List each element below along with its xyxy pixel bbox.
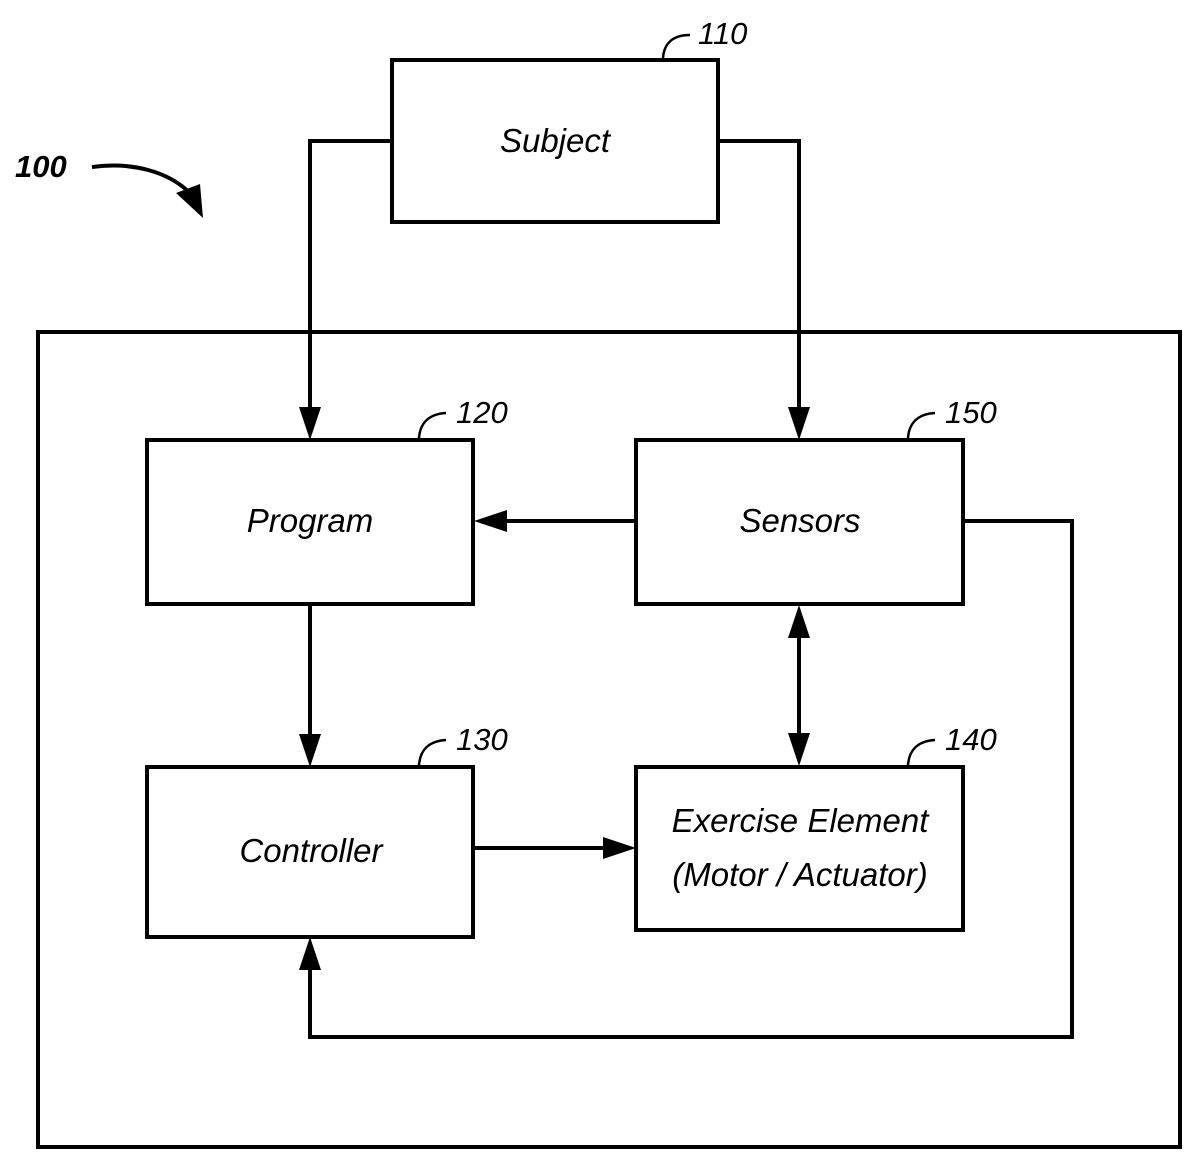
- arrowhead-right-icon: [603, 837, 636, 859]
- figure-ref-100: 100: [15, 149, 67, 184]
- ref-leader: [663, 35, 690, 58]
- arrowhead-up-icon: [788, 605, 810, 638]
- arrowhead-left-icon: [474, 510, 507, 532]
- sensors-ref: 150: [945, 395, 997, 430]
- block-sensors: Sensors 150: [636, 395, 997, 604]
- subject-label: Subject: [500, 122, 612, 159]
- exercise-element-box: [636, 767, 963, 930]
- ref-leader: [419, 740, 446, 765]
- block-program: Program 120: [147, 395, 508, 604]
- connector-subject-to-program: [310, 141, 392, 420]
- figure-ref-arrow: [92, 166, 192, 195]
- ref-leader: [908, 413, 935, 438]
- arrowhead-up-icon: [299, 937, 321, 970]
- program-ref: 120: [456, 395, 508, 430]
- exercise-element-label-line2: (Motor / Actuator): [672, 856, 928, 893]
- block-subject: Subject 110: [392, 16, 747, 222]
- arrowhead-down-icon: [299, 734, 321, 767]
- block-exercise-element: Exercise Element (Motor / Actuator) 140: [636, 722, 997, 930]
- arrowhead-down-icon: [788, 733, 810, 766]
- controller-ref: 130: [456, 722, 508, 757]
- arrowhead-down-icon: [299, 407, 321, 440]
- figure-ref-arrowhead-icon: [176, 184, 203, 218]
- exercise-element-label-line1: Exercise Element: [672, 802, 931, 839]
- controller-label: Controller: [239, 832, 384, 869]
- exercise-element-ref: 140: [945, 722, 997, 757]
- connector-subject-to-sensors: [718, 141, 799, 420]
- sensors-label: Sensors: [739, 502, 860, 539]
- ref-leader: [908, 740, 935, 765]
- program-label: Program: [247, 502, 374, 539]
- subject-ref: 110: [698, 16, 747, 51]
- block-controller: Controller 130: [147, 722, 508, 937]
- arrowhead-down-icon: [788, 407, 810, 440]
- ref-leader: [419, 413, 446, 438]
